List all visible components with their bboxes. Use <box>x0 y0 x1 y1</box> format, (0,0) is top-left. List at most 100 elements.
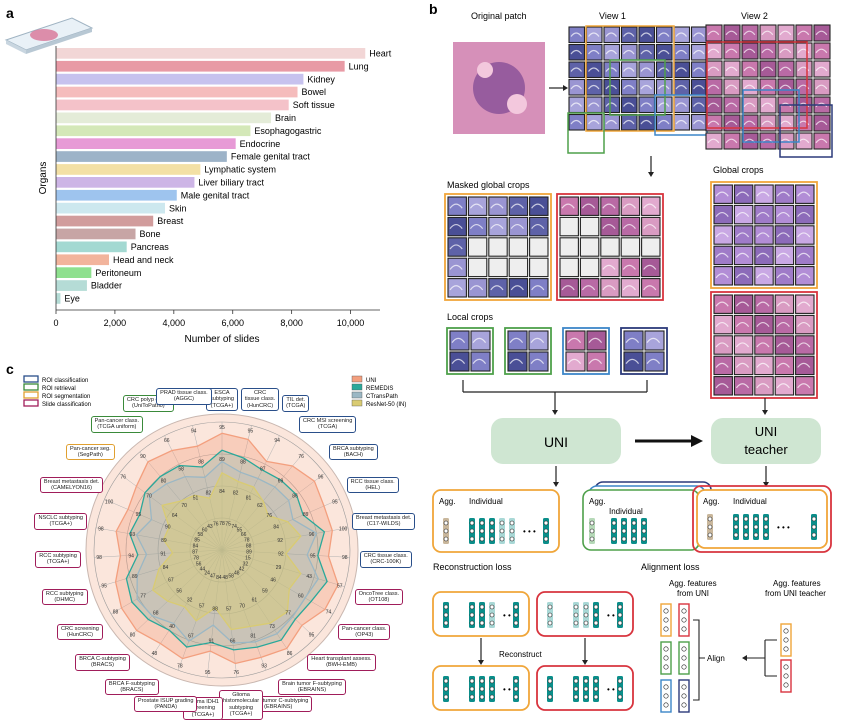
tile-texture <box>797 84 810 90</box>
tile-texture <box>449 203 463 209</box>
radar-tick-label: 89 <box>303 512 309 518</box>
bar-label: Skin <box>169 203 187 213</box>
tile-texture <box>658 84 670 90</box>
radar-task-label: RCC subtyping (TCGA+) <box>35 551 81 568</box>
bar-label: Soft tissue <box>293 100 335 110</box>
tissue-tile <box>620 257 641 278</box>
bar-label: Esophagogastric <box>254 126 322 136</box>
tissue-tile <box>690 43 708 61</box>
tile-texture <box>622 203 636 209</box>
tile-texture <box>510 285 524 291</box>
panel-b-diagram: b Original patch View 1 View 2 Masked gl… <box>429 1 833 713</box>
original-patch-label: Original patch <box>471 11 527 21</box>
tile-texture <box>725 102 738 108</box>
feature-dot <box>743 532 749 538</box>
tile-texture <box>761 102 774 108</box>
radar-tick-label: 82 <box>206 491 212 497</box>
feature-dot <box>663 608 669 614</box>
tile-texture <box>707 66 720 72</box>
feature-dot <box>663 693 669 699</box>
individual-label: Individual <box>469 497 503 506</box>
tissue-tile <box>559 278 579 298</box>
tile-texture <box>779 48 792 54</box>
tissue-tile <box>673 96 691 114</box>
tile-texture <box>567 337 582 343</box>
feature-dot <box>583 620 589 626</box>
uni-teacher-box <box>711 418 821 464</box>
tile-texture <box>715 191 729 197</box>
feature-dot <box>663 655 669 661</box>
radar-task-label: PRAD tissue class. (AGGC) <box>156 388 212 405</box>
tissue-tile <box>529 237 549 257</box>
tile-texture <box>797 211 811 218</box>
tissue-tile <box>754 184 774 204</box>
tissue-tile <box>529 278 549 298</box>
feature-dot <box>621 528 627 534</box>
reconstruction-loss-label: Reconstruction loss <box>433 562 512 572</box>
tile-texture <box>735 273 750 279</box>
feature-dot <box>617 686 623 692</box>
tissue-tile <box>641 257 661 278</box>
radar-tick-label: 80 <box>161 478 167 484</box>
tissue-tile <box>723 42 741 60</box>
tile-texture <box>743 48 756 54</box>
radar-tick-label: 95 <box>248 428 254 434</box>
tile-texture <box>797 383 811 389</box>
tissue-tile <box>641 278 661 298</box>
bar-label: Bowel <box>302 87 327 97</box>
tile-texture <box>469 203 484 209</box>
tissue-tile <box>603 96 621 114</box>
feature-dot <box>543 528 549 534</box>
radar-spoke <box>221 549 267 671</box>
tissue-tile <box>733 294 754 314</box>
tissue-tile <box>600 237 620 257</box>
bar-liver-biliary-tract <box>56 177 195 188</box>
tissue-tile <box>795 314 815 335</box>
tissue-tile <box>488 257 508 278</box>
radar-task-label: Pan-cancer class. (OP43) <box>338 623 391 641</box>
feature-dot <box>681 693 687 699</box>
feature-dot <box>589 520 595 526</box>
tissue-tile <box>777 114 795 132</box>
radar-tick-label: 98 <box>98 527 104 533</box>
tissue-tile <box>508 278 529 298</box>
tissue-tile <box>795 294 815 314</box>
radar-tick-label: 74 <box>326 610 332 616</box>
tile-texture <box>735 252 750 258</box>
tile-texture <box>797 342 811 348</box>
bar-label: Head and neck <box>113 255 174 265</box>
tissue-tile <box>754 355 774 376</box>
bar-peritoneum <box>56 267 92 278</box>
tissue-tile <box>644 351 665 372</box>
radar-tick-label: 81 <box>246 495 252 501</box>
tile-texture <box>715 342 729 348</box>
tile-texture <box>815 66 828 72</box>
tile-texture <box>815 30 828 36</box>
feature-dot <box>543 536 549 542</box>
tile-texture <box>725 120 738 126</box>
tile-texture <box>715 211 729 218</box>
tissue-tile <box>713 245 733 266</box>
feature-dot <box>513 678 519 684</box>
radar-task-label: ESCA subtyping (TCGA+) <box>206 388 238 412</box>
tissue-tile <box>741 132 759 150</box>
radar-tick-label: 92 <box>278 551 284 557</box>
tissue-tile <box>754 376 774 396</box>
radar-spoke <box>206 549 223 678</box>
tissue-tile <box>705 42 723 60</box>
tile-texture <box>693 49 705 55</box>
tissue-tile <box>600 278 620 298</box>
tissue-tile <box>754 266 774 286</box>
radar-task-label: Pan-cancer class. (TCGA uniform) <box>90 415 144 433</box>
radar-tick-label: 92 <box>277 538 283 544</box>
tissue-tile <box>754 294 774 314</box>
tile-texture <box>797 48 810 54</box>
tile-texture <box>640 67 652 72</box>
tissue-tile <box>741 114 759 132</box>
radar-tick-label: 90 <box>140 454 146 460</box>
legend-model-swatch <box>351 383 363 391</box>
tissue-tile <box>713 355 733 376</box>
masked-global-crop-orange <box>444 193 552 301</box>
tile-texture <box>623 49 635 55</box>
local-crops-label: Local crops <box>447 312 494 322</box>
